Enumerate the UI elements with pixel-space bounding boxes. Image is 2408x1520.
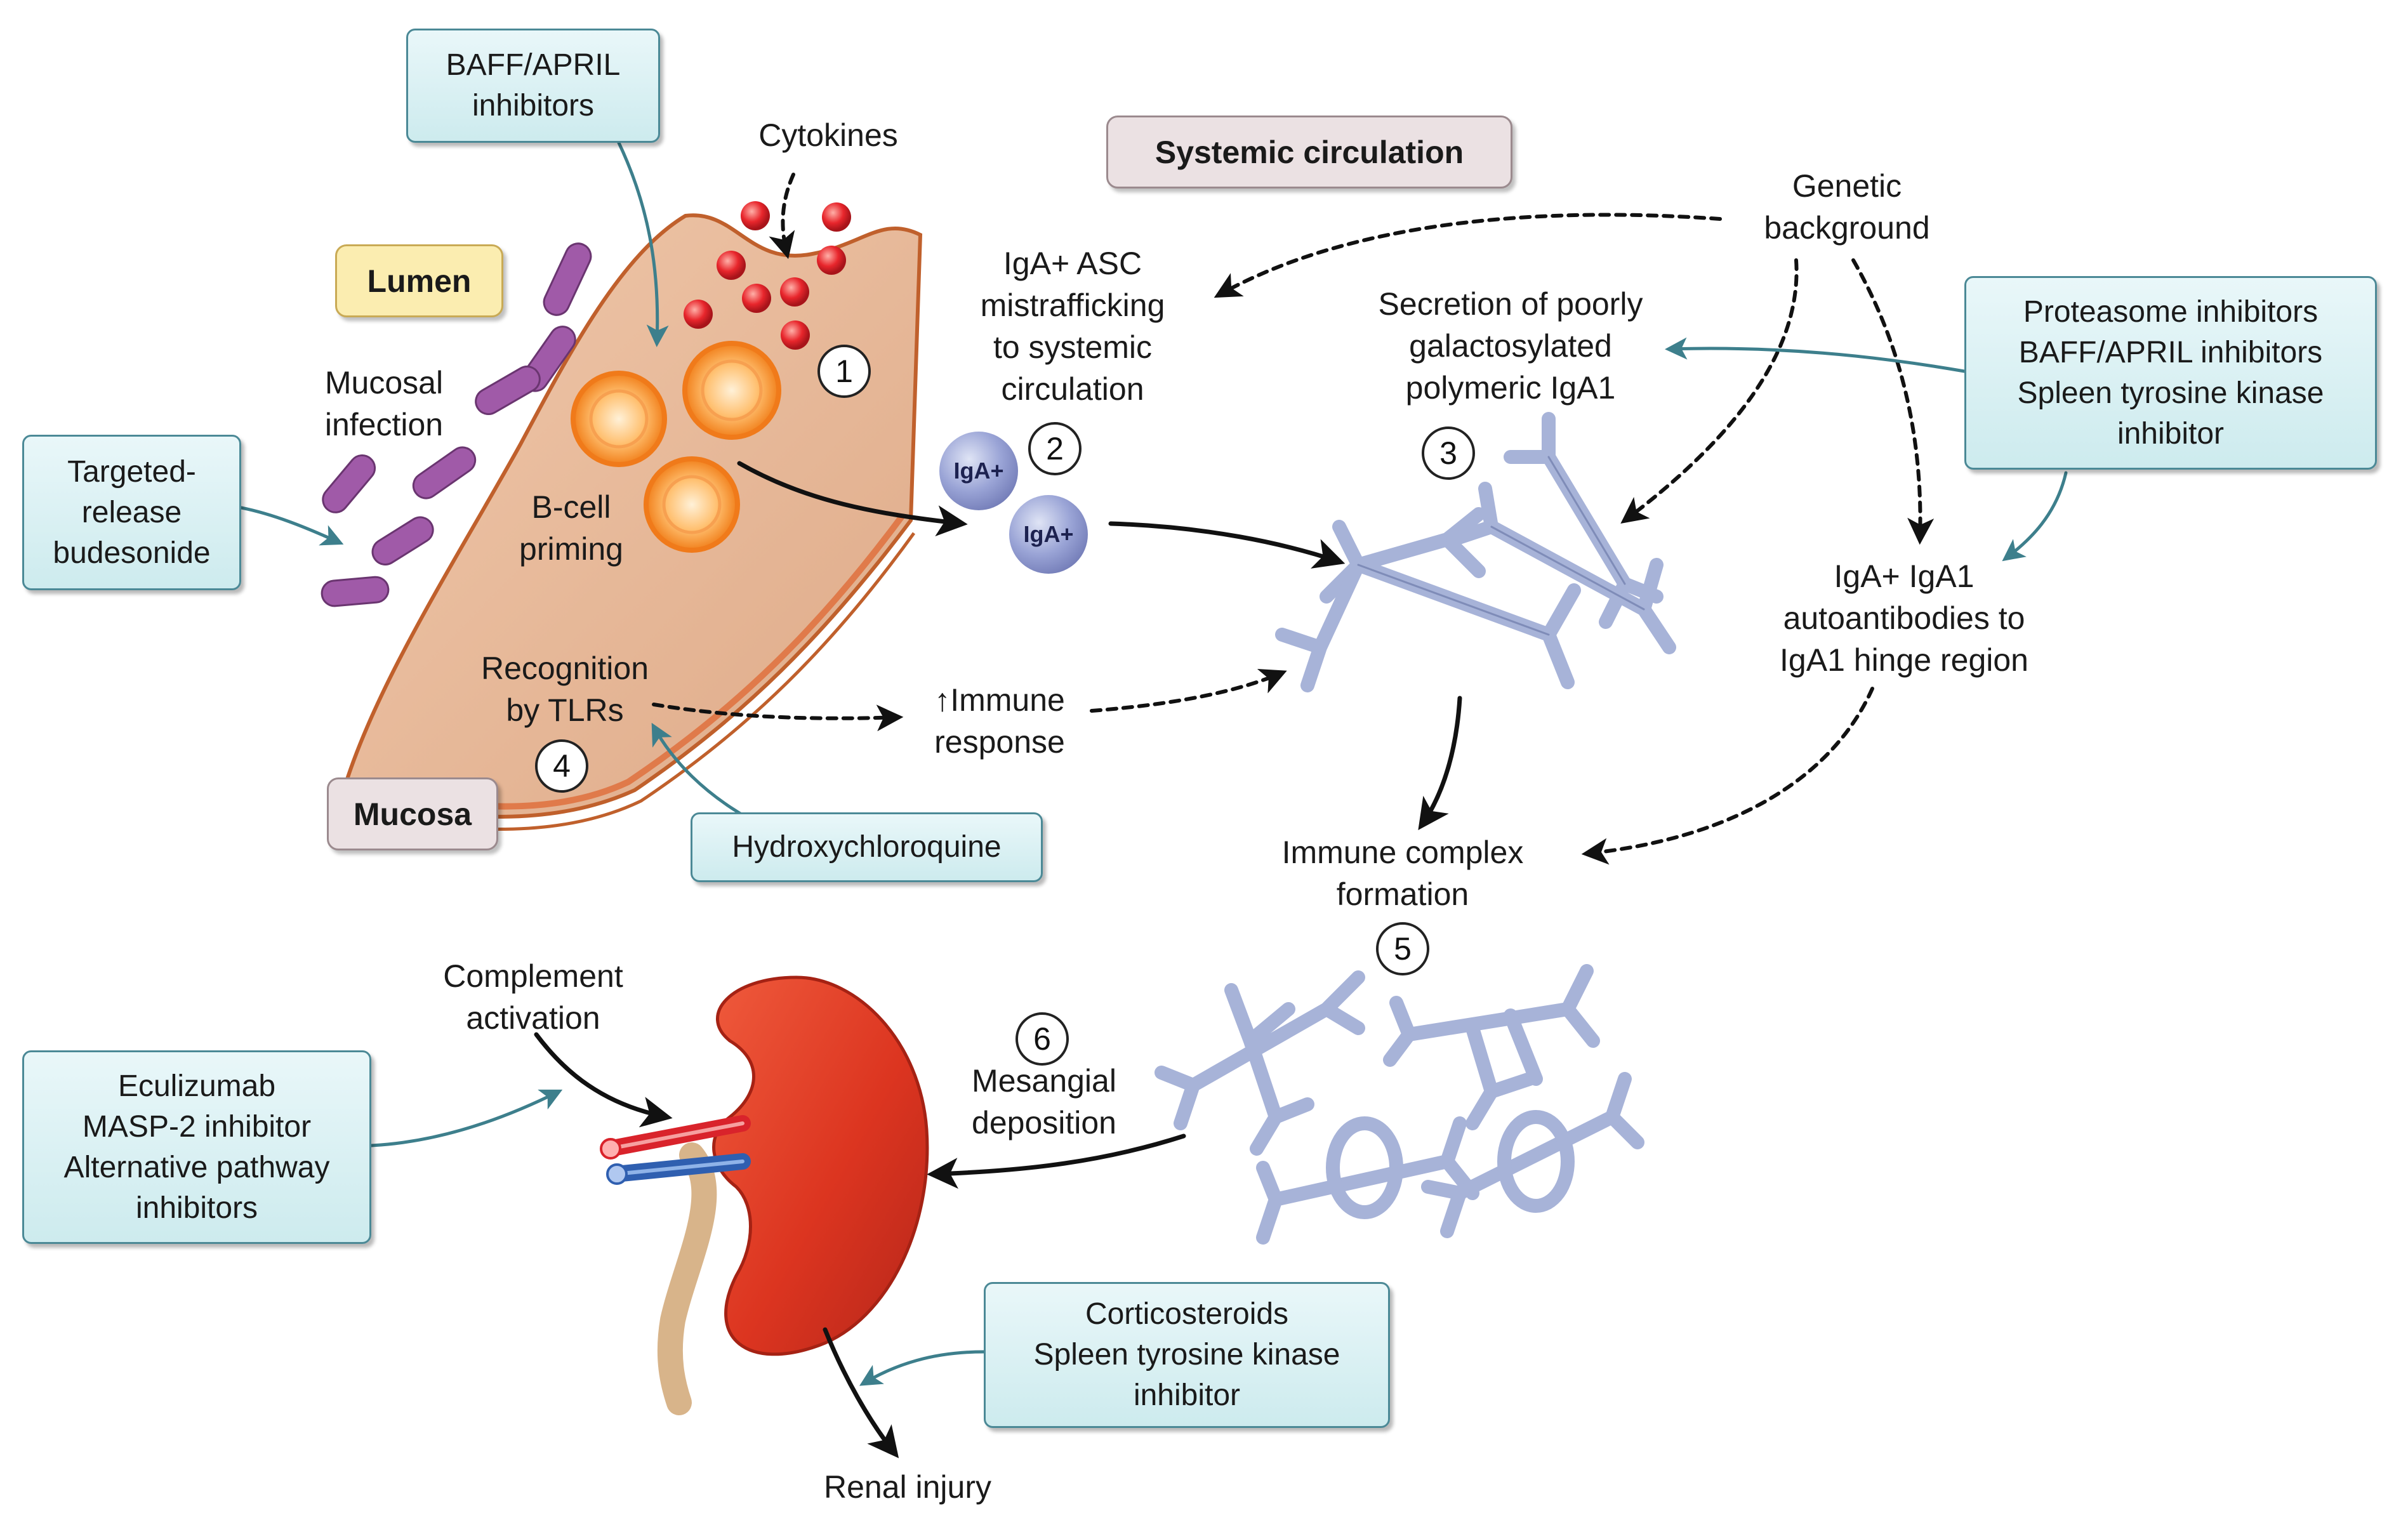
immune-complex-label: Immune complex formation <box>1281 835 1524 912</box>
recognition-label: Recognition by TLRs <box>480 651 649 728</box>
iga-cell: IgA+ <box>1009 495 1088 574</box>
bacteria <box>321 242 592 607</box>
dashed-arrows <box>652 173 1935 865</box>
step-1-marker: 1 <box>817 345 871 398</box>
step-4-marker: 4 <box>535 739 588 793</box>
step-2-marker: 2 <box>1028 422 1082 475</box>
inhibitor-arrows <box>239 141 2068 1386</box>
step-6-marker: 6 <box>1015 1012 1069 1066</box>
b-cells <box>571 341 781 553</box>
secretion-label: Secretion of poorly galactosylated polym… <box>1378 286 1643 406</box>
renal-injury-label: Renal injury <box>823 1469 991 1505</box>
systemic-circulation-tag: Systemic circulation <box>1106 116 1512 188</box>
proteasome-inhibitors-box: Proteasome inhibitors BAFF/APRIL inhibit… <box>1964 276 2377 470</box>
iga1-antibodies-outline <box>1357 456 1645 636</box>
iga-asc-label: IgA+ ASC mistrafficking to systemic circ… <box>980 246 1165 407</box>
eculizumab-box: Eculizumab MASP-2 inhibitor Alternative … <box>22 1050 371 1244</box>
hydroxychloroquine-box: Hydroxychloroquine <box>691 812 1043 882</box>
iga-cell: IgA+ <box>939 432 1018 510</box>
iga1-antibodies <box>1275 412 1676 692</box>
step-3-marker: 3 <box>1422 426 1475 480</box>
mucosal-infection-label: Mucosal infection <box>324 365 444 442</box>
baff-april-inhibitor-box: BAFF/APRIL inhibitors <box>406 29 660 143</box>
immune-complexes <box>1154 964 1644 1245</box>
genetic-background-label: Genetic background <box>1764 168 1930 246</box>
process-arrows <box>534 461 1462 1458</box>
mesangial-label: Mesangial deposition <box>972 1063 1116 1140</box>
immune-response-label: ↑Immune response <box>934 682 1065 760</box>
mucosa-tag: Mucosa <box>327 777 498 850</box>
autoantibodies-label: IgA+ IgA1 autoantibodies to IgA1 hinge r… <box>1780 558 2028 678</box>
complement-label: Complement activation <box>443 958 623 1036</box>
budesonide-box: Targeted- release budesonide <box>22 435 241 590</box>
cytokine-dots <box>684 201 851 350</box>
step-5-marker: 5 <box>1376 922 1429 975</box>
lumen-tag: Lumen <box>335 244 503 317</box>
corticosteroids-box: Corticosteroids Spleen tyrosine kinase i… <box>984 1282 1390 1428</box>
cytokines-label: Cytokines <box>758 117 898 153</box>
kidney <box>600 975 929 1415</box>
bcell-priming-label: B-cell priming <box>519 489 623 567</box>
